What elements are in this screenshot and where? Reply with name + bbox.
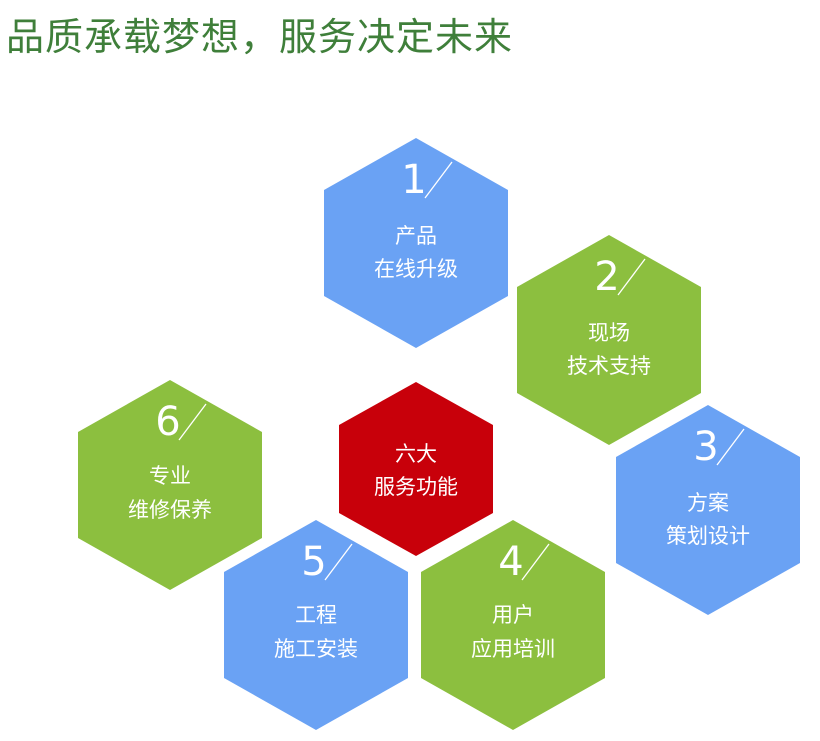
service-number: 6 [155,399,180,445]
slash-divider [424,161,453,199]
hexagon-shape [517,235,701,445]
slash-divider [324,543,353,581]
slash-divider [617,258,646,296]
service-line2: 在线升级 [374,257,458,281]
service-line1: 方案 [687,491,729,515]
slash-divider [521,543,550,581]
hexagon-service-1: 1 产品 在线升级 [324,138,508,348]
service-line1: 产品 [395,224,437,248]
service-number: 4 [498,539,523,585]
service-number: 5 [301,539,326,585]
hexagon-shape [324,138,508,348]
service-line2: 应用培训 [471,637,555,661]
hexagon-shape [421,520,605,730]
service-line1: 用户 [492,603,534,627]
service-number: 3 [693,424,718,470]
page-title: 品质承载梦想，服务决定未来 [6,15,514,59]
center-line1: 六大 [395,442,437,466]
hexagon-center: 六大 服务功能 [339,382,493,556]
service-line2: 施工安装 [274,637,358,661]
hexagon-service-2: 2 现场 技术支持 [517,235,701,445]
service-number: 1 [401,157,426,203]
service-line2: 策划设计 [666,524,750,548]
hexagon-service-5: 5 工程 施工安装 [224,520,408,730]
hexagon-service-6: 6 专业 维修保养 [78,380,262,590]
hexagon-service-4: 4 用户 应用培训 [421,520,605,730]
service-line2: 维修保养 [128,498,212,522]
service-number: 2 [594,254,619,300]
hexagon-service-3: 3 方案 策划设计 [616,405,800,615]
service-line1: 现场 [588,321,630,345]
service-line1: 专业 [149,464,191,488]
hexagon-shape [616,405,800,615]
slash-divider [716,428,745,466]
hexagon-shape [339,382,493,556]
service-line2: 技术支持 [567,354,651,378]
center-line2: 服务功能 [374,475,458,499]
hexagon-shape [78,380,262,590]
hexagon-shape [224,520,408,730]
service-line1: 工程 [295,603,337,627]
slash-divider [178,403,207,441]
